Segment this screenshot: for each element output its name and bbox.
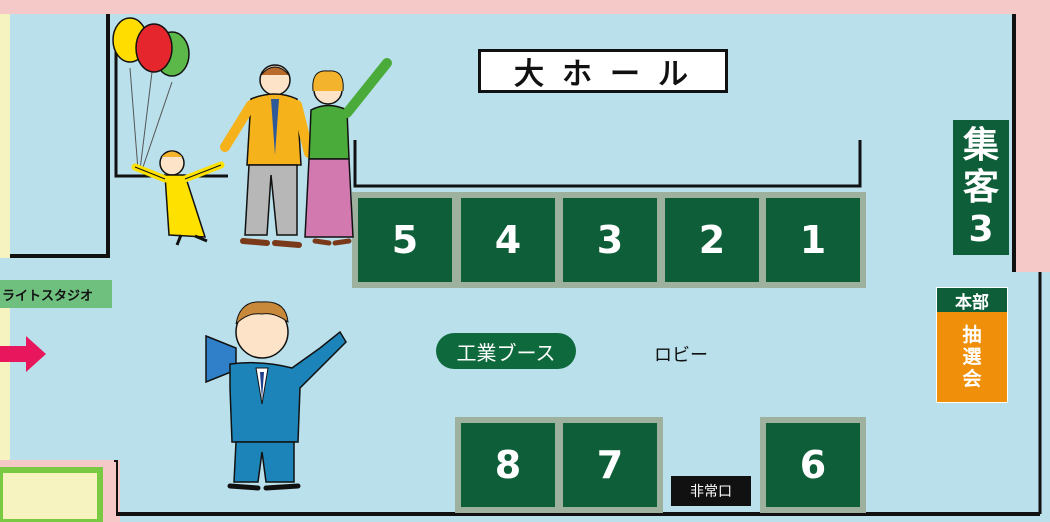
lottery-label: 抽 選 会: [937, 312, 1007, 402]
booth-8[interactable]: 8: [455, 417, 561, 513]
balloons-icon: [112, 17, 190, 171]
megaphone-man-icon: [205, 301, 347, 491]
booth-7[interactable]: 7: [557, 417, 663, 513]
booth-2[interactable]: 2: [659, 192, 765, 288]
arrow-right-icon: [0, 336, 46, 372]
booth-4[interactable]: 4: [455, 192, 561, 288]
booth-6[interactable]: 6: [760, 417, 866, 513]
booth-5[interactable]: 5: [352, 192, 458, 288]
headquarters-lottery[interactable]: 本部 抽 選 会: [936, 287, 1008, 403]
lottery-char-2: 選: [962, 346, 982, 368]
shuukyaku-char-2: 客: [962, 166, 999, 208]
industry-booth-label[interactable]: 工業ブース: [436, 333, 576, 369]
booth-3[interactable]: 3: [557, 192, 663, 288]
booth-1[interactable]: 1: [760, 192, 866, 288]
lottery-char-3: 会: [962, 368, 982, 390]
headquarters-label: 本部: [937, 288, 1007, 313]
hall-title: 大ホール: [478, 49, 728, 93]
shuukyaku-char-1: 集: [962, 124, 999, 166]
emergency-exit-sign: 非常口: [671, 476, 751, 506]
light-studio-label: ライトスタジオ: [0, 280, 112, 308]
shuukyaku-sign: 集 客 3: [953, 120, 1009, 255]
lottery-char-1: 抽: [962, 324, 982, 346]
shuukyaku-char-3: 3: [968, 208, 994, 250]
family-icon: [131, 58, 392, 248]
lobby-label: ロビー: [654, 345, 708, 366]
